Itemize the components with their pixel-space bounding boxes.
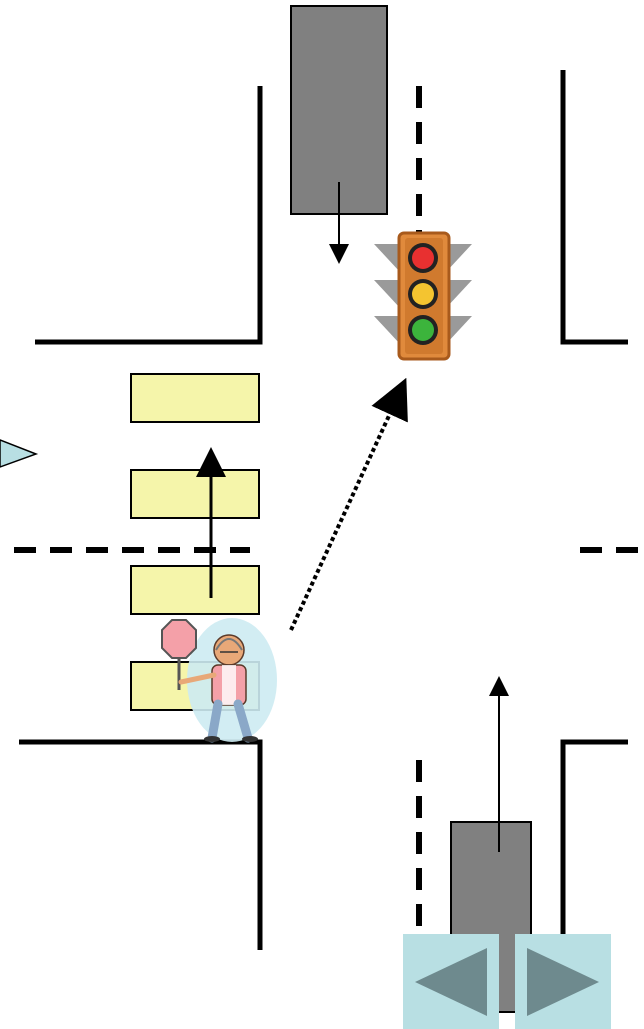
crosswalk-stripe: [130, 469, 260, 519]
car-top: [290, 5, 388, 215]
road-curbs: [19, 70, 628, 950]
crosswalk-stripe: [130, 565, 260, 615]
crossing-guard-icon: [161, 618, 277, 743]
callout-pointer: [0, 439, 39, 468]
curb-top-right: [560, 70, 628, 345]
curb-bottom-left: [19, 739, 263, 950]
left-triangle-icon: [415, 948, 487, 1016]
traffic-light-icon: [374, 231, 472, 361]
next-button[interactable]: [515, 934, 611, 1029]
red-lamp: [412, 247, 434, 269]
stop-sign-icon: [161, 619, 197, 659]
curb-bottom-right: [560, 739, 628, 950]
look-at-light-arrow: [289, 377, 408, 631]
crosswalk-stripe: [130, 373, 260, 423]
yellow-lamp: [412, 283, 434, 305]
green-lamp: [412, 319, 434, 341]
right-triangle-icon: [527, 948, 599, 1016]
curb-top-left: [35, 86, 263, 345]
previous-button[interactable]: [403, 934, 499, 1029]
